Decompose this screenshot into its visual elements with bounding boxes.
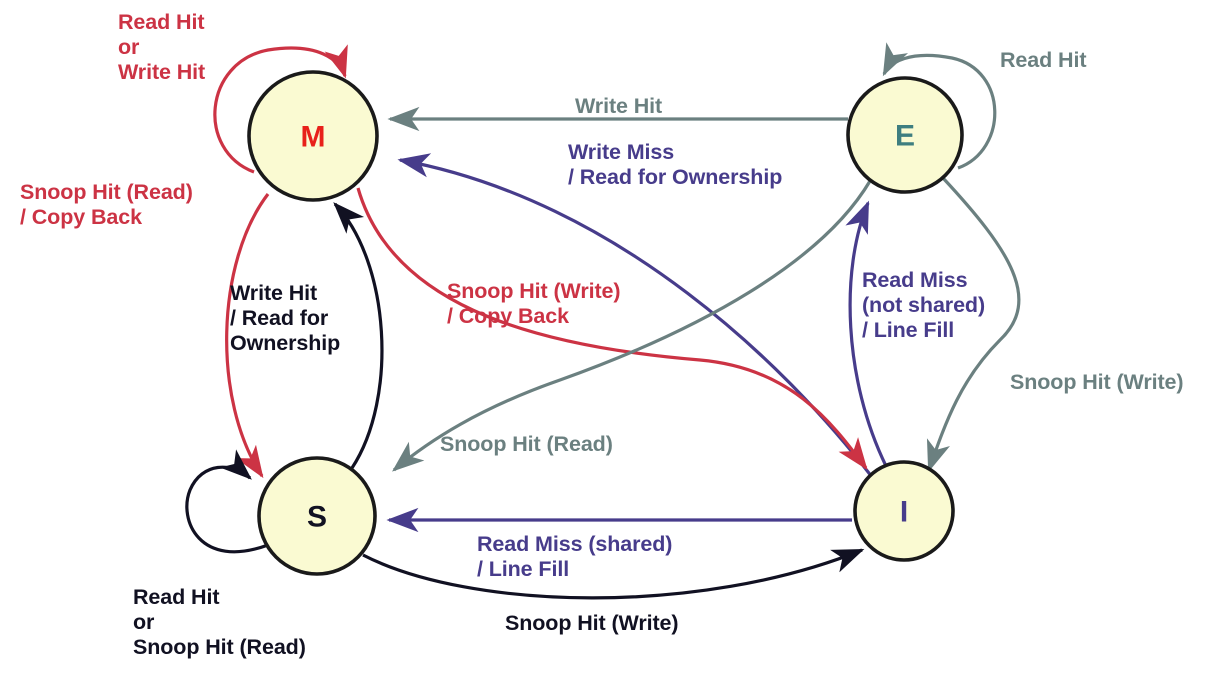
edge-s-to-m (333, 202, 384, 469)
edge-e-to-s (392, 180, 872, 472)
edge-label-e-self: Read Hit (1000, 48, 1087, 72)
edge-e-to-i (926, 176, 1021, 473)
edge-i-to-m (397, 153, 874, 478)
edge-label-e-to-m: Write Hit (575, 94, 663, 118)
edge-label-s-self: Read Hit or Snoop Hit (Read) (133, 585, 306, 659)
edge-label-i-to-m: Write Miss / Read for Ownership (568, 140, 783, 189)
state-label-S: S (307, 501, 327, 534)
state-node-I[interactable]: I (853, 460, 955, 562)
edge-m-to-i (356, 187, 868, 471)
edge-label-m-to-i: Snoop Hit (Write) / Copy Back (447, 279, 621, 328)
edge-m-to-s (225, 193, 270, 479)
edge-label-i-to-e: Read Miss (not shared) / Line Fill (862, 268, 986, 342)
edge-label-e-to-s: Snoop Hit (Read) (440, 432, 613, 456)
edge-label-m-to-s: Snoop Hit (Read) / Copy Back (20, 180, 193, 229)
edge-s-to-i (362, 548, 865, 600)
state-label-E: E (895, 120, 915, 153)
state-label-M: M (301, 121, 326, 154)
edge-i-to-e (845, 200, 888, 467)
state-node-M[interactable]: M (247, 70, 379, 202)
edge-m-self (213, 44, 348, 174)
state-node-E[interactable]: E (846, 76, 964, 194)
state-node-S[interactable]: S (257, 456, 377, 576)
edge-label-s-to-i: Snoop Hit (Write) (505, 611, 679, 635)
edge-s-self (185, 449, 269, 554)
edge-label-i-to-s: Read Miss (shared) / Line Fill (477, 532, 673, 581)
edge-label-e-to-i: Snoop Hit (Write) (1010, 370, 1184, 394)
edge-e-self (882, 42, 997, 170)
edge-label-s-to-m: Write Hit / Read for Ownership (230, 281, 341, 355)
state-label-I: I (900, 496, 908, 529)
edge-label-m-self: Read Hit or Write Hit (118, 10, 206, 84)
